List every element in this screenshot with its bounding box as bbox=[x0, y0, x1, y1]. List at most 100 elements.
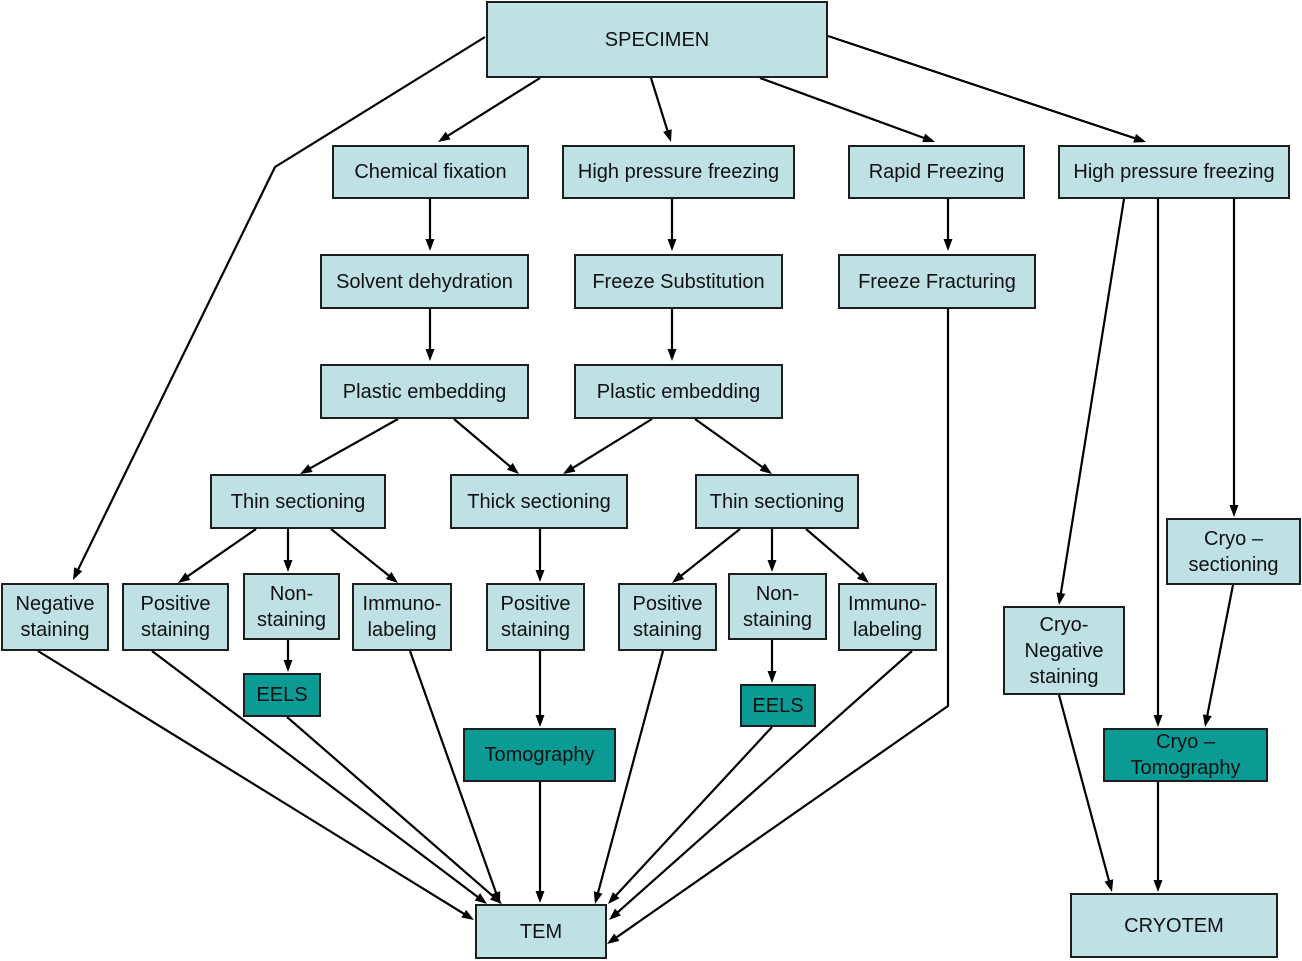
edge-plastic_embedding1-to-thin_sectioning1 bbox=[300, 418, 399, 474]
node-cryo-tomography: Cryo – Tomography bbox=[1103, 728, 1268, 782]
arrowhead bbox=[607, 933, 620, 944]
arrowhead bbox=[438, 131, 451, 142]
node-specimen: SPECIMEN bbox=[486, 1, 828, 78]
node-freeze-substitution: Freeze Substitution bbox=[574, 254, 783, 309]
arrowhead bbox=[73, 567, 83, 580]
node-negative-staining: Negative staining bbox=[1, 583, 109, 651]
arrowhead bbox=[667, 349, 677, 361]
arrowhead bbox=[672, 572, 685, 583]
arrowhead bbox=[593, 891, 603, 904]
arrowhead bbox=[1153, 715, 1163, 727]
edge-plastic_embedding2-to-thick_sectioning bbox=[563, 418, 653, 474]
node-cryo-negative-staining: Cryo- Negative staining bbox=[1003, 606, 1125, 695]
arrowhead bbox=[1056, 592, 1066, 605]
edge-cryo_negative_staining-to-cryotem bbox=[1057, 694, 1114, 892]
edge-plastic_embedding2-to-thin_sectioning2 bbox=[694, 418, 772, 474]
node-high-pressure-freezing-1: High pressure freezing bbox=[562, 145, 795, 199]
edge-hpf2-to-cryo_sectioning bbox=[1229, 199, 1239, 517]
edge-hpf2-to-cryo_tomography bbox=[1153, 199, 1163, 727]
arrowhead bbox=[535, 891, 545, 903]
node-plastic-embedding-2: Plastic embedding bbox=[574, 364, 783, 419]
node-immunolabeling-2: Immuno- labeling bbox=[838, 583, 937, 651]
arrowhead bbox=[1104, 879, 1114, 892]
edge-plastic_embedding1-to-thick_sectioning bbox=[453, 418, 519, 474]
arrowhead bbox=[283, 560, 293, 572]
arrowhead bbox=[609, 908, 621, 920]
edge-positive_staining3-to-tem bbox=[593, 650, 665, 904]
edge-specimen-to-negative_staining bbox=[73, 36, 486, 580]
edge-non_staining1-to-eels1 bbox=[283, 640, 293, 672]
arrowhead bbox=[759, 463, 772, 474]
arrowhead bbox=[767, 671, 777, 683]
edge-positive_staining1-to-tem bbox=[151, 650, 487, 904]
arrowhead bbox=[506, 462, 519, 474]
node-plastic-embedding-1: Plastic embedding bbox=[320, 364, 529, 419]
node-eels-2: EELS bbox=[740, 684, 816, 727]
arrowhead bbox=[1202, 714, 1212, 727]
node-tomography: Tomography bbox=[463, 728, 616, 782]
arrowhead bbox=[1153, 880, 1163, 892]
edge-freeze_substitution-to-plastic_embedding2 bbox=[667, 309, 677, 361]
arrowhead bbox=[856, 571, 869, 583]
edge-rapid_freezing-to-freeze_fracturing bbox=[943, 199, 953, 251]
edge-thick_sectioning-to-positive_staining2 bbox=[535, 529, 545, 582]
edge-immunolabeling2-to-tem bbox=[609, 650, 913, 920]
node-freeze-fracturing: Freeze Fracturing bbox=[838, 254, 1036, 309]
edge-solvent_dehydration-to-plastic_embedding1 bbox=[425, 309, 435, 361]
arrowhead bbox=[425, 239, 435, 251]
node-positive-staining-2: Positive staining bbox=[486, 583, 585, 651]
edge-tomography-to-tem bbox=[535, 782, 545, 903]
edge-chem_fix-to-solvent_dehydration bbox=[425, 199, 435, 251]
edge-positive_staining2-to-tomography bbox=[535, 651, 545, 727]
edge-hpf2-to-cryo_negative_staining bbox=[1056, 198, 1126, 605]
edge-non_staining2-to-eels2 bbox=[767, 640, 777, 683]
arrowhead bbox=[943, 239, 953, 251]
edge-cryo_sectioning-to-cryo_tomography bbox=[1202, 584, 1235, 727]
edge-cryo_tomography-to-cryotem bbox=[1153, 782, 1163, 892]
arrowhead bbox=[922, 133, 935, 143]
arrowhead bbox=[767, 560, 777, 572]
node-thick-sectioning: Thick sectioning bbox=[450, 474, 628, 529]
node-tem: TEM bbox=[475, 904, 607, 959]
arrowhead bbox=[535, 570, 545, 582]
edge-specimen-to-hpf2 bbox=[827, 34, 1146, 143]
arrowhead bbox=[663, 129, 672, 142]
edge-thin_sectioning1-to-positive_staining1 bbox=[178, 528, 257, 583]
edge-negative_staining-to-tem bbox=[37, 650, 474, 920]
arrowhead bbox=[535, 715, 545, 727]
node-eels-1: EELS bbox=[243, 673, 321, 717]
edge-thin_sectioning2-to-immunolabeling2 bbox=[805, 528, 869, 583]
edge-hpf1-to-freeze_substitution bbox=[667, 199, 677, 251]
node-high-pressure-freezing-2: High pressure freezing bbox=[1058, 145, 1290, 199]
edge-specimen-to-chem_fix bbox=[438, 77, 541, 142]
node-solvent-dehydration: Solvent dehydration bbox=[320, 254, 529, 309]
arrowhead bbox=[1229, 505, 1239, 517]
edge-immunolabeling1-to-tem bbox=[408, 650, 501, 904]
node-positive-staining-3: Positive staining bbox=[618, 583, 717, 651]
arrowhead bbox=[178, 572, 191, 583]
node-non-staining-1: Non- staining bbox=[243, 573, 340, 640]
arrowhead bbox=[667, 239, 677, 251]
node-chemical-fixation: Chemical fixation bbox=[332, 145, 529, 199]
edge-thin_sectioning1-to-non_staining1 bbox=[283, 529, 293, 572]
arrowhead bbox=[425, 349, 435, 361]
edge-thin_sectioning2-to-positive_staining3 bbox=[672, 528, 741, 583]
arrowhead bbox=[608, 892, 620, 904]
edge-specimen-to-hpf1 bbox=[649, 77, 672, 142]
node-thin-sectioning-1: Thin sectioning bbox=[210, 474, 386, 529]
edge-eels2-to-tem bbox=[608, 726, 773, 904]
node-cryo-sectioning: Cryo – sectioning bbox=[1166, 518, 1301, 585]
node-thin-sectioning-2: Thin sectioning bbox=[695, 474, 859, 529]
edge-thin_sectioning2-to-non_staining2 bbox=[767, 529, 777, 572]
node-cryotem: CRYOTEM bbox=[1070, 893, 1278, 958]
arrowhead bbox=[385, 571, 398, 583]
edge-freeze_fracturing-to-tem bbox=[607, 309, 950, 944]
node-positive-staining-1: Positive staining bbox=[122, 583, 229, 651]
arrowhead bbox=[300, 464, 313, 474]
node-immunolabeling-1: Immuno- labeling bbox=[352, 583, 452, 651]
arrowhead bbox=[491, 891, 501, 904]
arrowhead bbox=[461, 909, 474, 920]
arrowhead bbox=[563, 463, 576, 474]
